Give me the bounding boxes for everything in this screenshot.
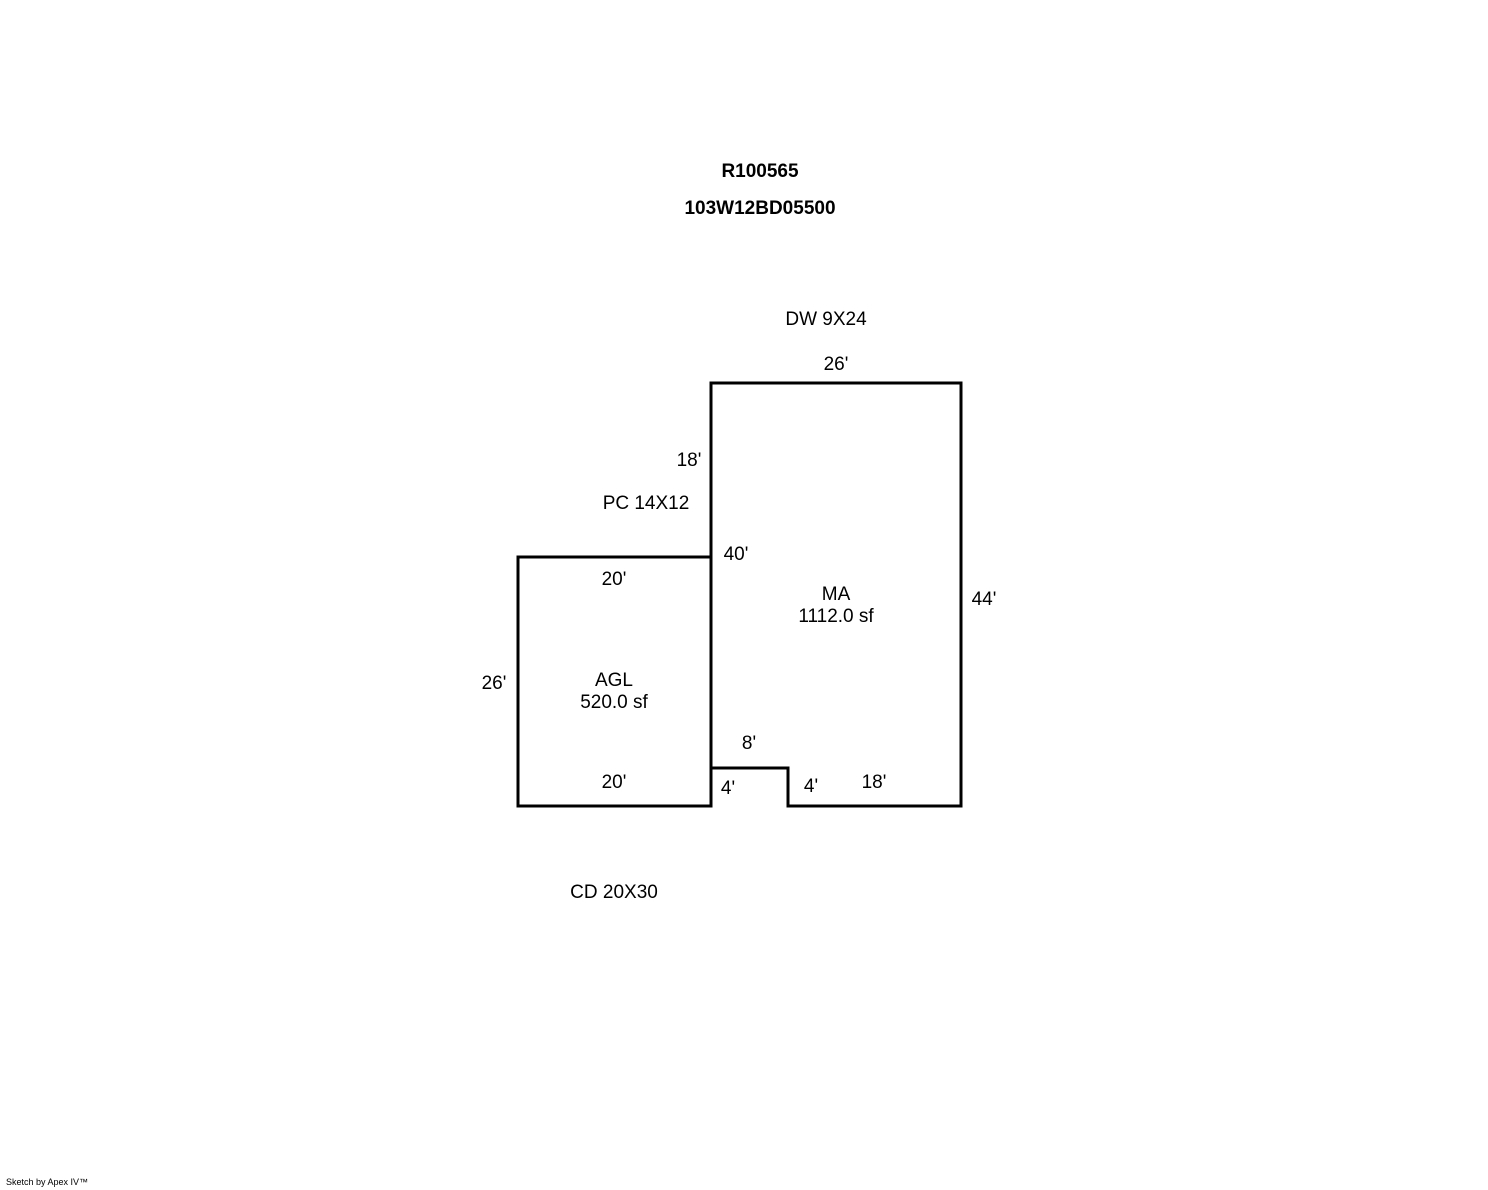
dim-notch-right: 4' bbox=[803, 776, 819, 797]
dim-notch-left: 4' bbox=[720, 778, 736, 799]
dim-ma-top: 26' bbox=[823, 354, 849, 375]
garage-area-code: AGL bbox=[594, 670, 634, 691]
driveway-label: DW 9X24 bbox=[785, 309, 867, 330]
main-area-size: 1112.0 sf bbox=[798, 606, 874, 627]
sketch-credit: Sketch by Apex IV™ bbox=[6, 1177, 89, 1187]
dim-ma-bottom-right: 18' bbox=[861, 772, 887, 793]
dim-agl-bottom: 20' bbox=[601, 772, 627, 793]
dim-agl-left: 26' bbox=[481, 673, 507, 694]
deck-label: CD 20X30 bbox=[570, 882, 658, 903]
dim-ma-left-lower: 40' bbox=[723, 544, 749, 565]
garage-area-size: 520.0 sf bbox=[580, 692, 648, 713]
dim-notch-top: 8' bbox=[741, 733, 757, 754]
porch-label: PC 14X12 bbox=[602, 493, 690, 514]
garage-area-outline bbox=[516, 555, 713, 808]
dim-agl-top: 20' bbox=[601, 569, 627, 590]
dim-ma-right: 44' bbox=[971, 589, 997, 610]
parcel-id: 103W12BD05500 bbox=[684, 198, 836, 219]
dim-ma-left-upper: 18' bbox=[676, 450, 702, 471]
account-id: R100565 bbox=[721, 161, 799, 182]
main-area-code: MA bbox=[821, 584, 851, 605]
